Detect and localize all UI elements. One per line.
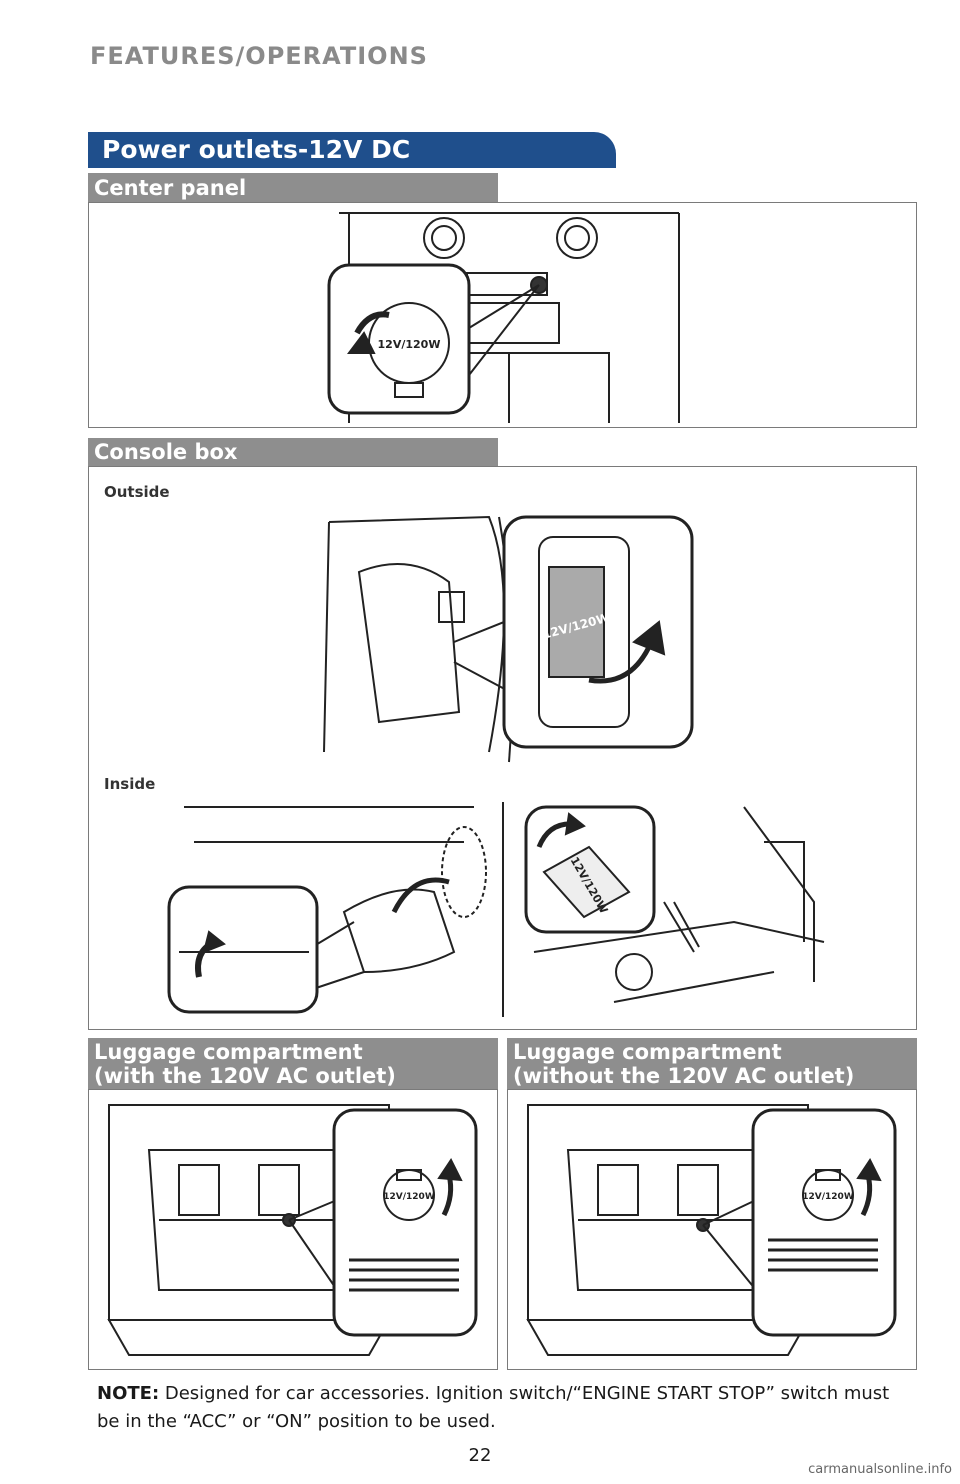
center-panel-tab: Center panel — [88, 173, 498, 203]
luggage-with-ac-illustration-frame: 12V/120W — [88, 1089, 498, 1370]
page-title: Power outlets-12V DC — [88, 132, 616, 168]
luggage-without-ac-tab: Luggage compartment (without the 120V AC… — [507, 1038, 917, 1090]
note-prefix: NOTE: — [97, 1383, 160, 1404]
note-text: NOTE: Designed for car accessories. Igni… — [97, 1380, 897, 1436]
center-panel-label: Center panel — [94, 176, 247, 200]
luggage-without-ac-illustration-frame: 12V/120W — [507, 1089, 917, 1370]
luggage-with-ac-illustration: 12V/120W — [107, 1104, 478, 1356]
console-box-tab: Console box — [88, 438, 498, 466]
luggage-with-ac-label-line1: Luggage compartment — [94, 1040, 363, 1064]
luggage-with-ac-label-line2: (with the 120V AC outlet) — [94, 1064, 396, 1088]
luggage-without-ac-label-line2: (without the 120V AC outlet) — [513, 1064, 855, 1088]
outside-label: Outside — [104, 483, 170, 501]
center-panel-illustration-frame: 12V/120W — [88, 202, 917, 428]
note-body: Designed for car accessories. Ignition s… — [97, 1383, 890, 1432]
console-inside-right-illustration: 12V/120W — [524, 805, 825, 1003]
section-header: FEATURES/OPERATIONS — [90, 42, 428, 70]
console-box-label: Console box — [94, 440, 238, 464]
center-panel-illustration: 12V/120W — [327, 212, 680, 423]
luggage-without-ac-outlet-label: 12V/120W — [802, 1192, 854, 1202]
inside-divider — [502, 802, 504, 1017]
console-box-illustration-frame: Outside Inside 12V/120W — [88, 466, 917, 1030]
luggage-with-ac-outlet-label: 12V/120W — [383, 1192, 435, 1202]
console-outside-illustration: 12V/120W — [323, 515, 694, 763]
inside-label: Inside — [104, 775, 156, 793]
luggage-with-ac-tab: Luggage compartment (with the 120V AC ou… — [88, 1038, 498, 1090]
luggage-without-ac-label-line1: Luggage compartment — [513, 1040, 782, 1064]
center-panel-outlet-label: 12V/120W — [378, 338, 441, 351]
watermark: carmanualsonline.info — [808, 1462, 952, 1477]
page-number: 22 — [468, 1445, 492, 1466]
console-inside-left-illustration — [167, 806, 487, 1014]
luggage-without-ac-illustration: 12V/120W — [526, 1104, 897, 1356]
